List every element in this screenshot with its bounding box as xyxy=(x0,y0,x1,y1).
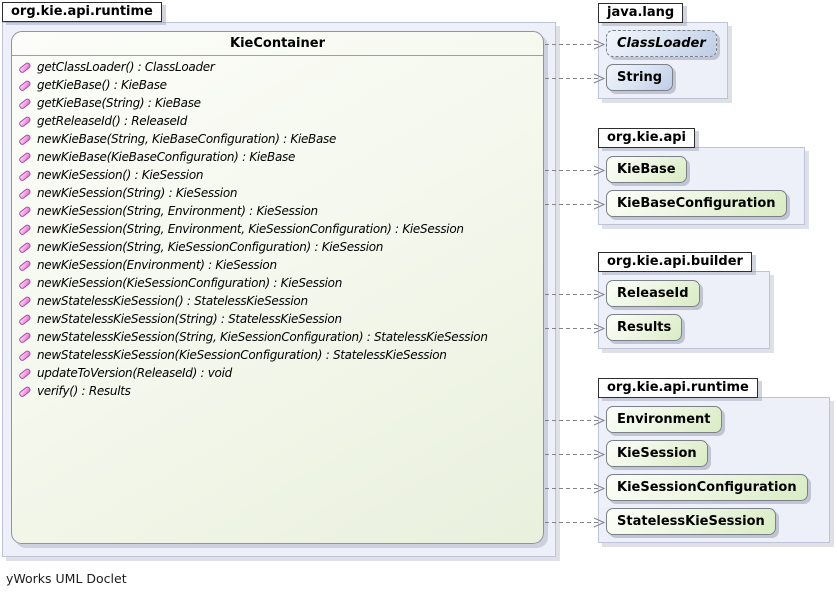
method-icon xyxy=(18,187,32,200)
method-list: getClassLoader() : ClassLoader getKieBase… xyxy=(12,56,543,400)
method-label: updateToVersion(ReleaseId) : void xyxy=(32,366,232,380)
node-column: KieBaseKieBaseConfiguration xyxy=(606,156,837,217)
method-item[interactable]: newKieSession(Environment) : KieSession xyxy=(12,256,543,274)
method-label: newKieSession() : KieSession xyxy=(32,168,203,182)
package-tab: org.kie.api.runtime xyxy=(2,2,162,22)
method-icon xyxy=(18,241,32,254)
method-label: newStatelessKieSession() : StatelessKieS… xyxy=(32,294,308,308)
method-label: newKieSession(String) : KieSession xyxy=(32,186,237,200)
method-item[interactable]: newStatelessKieSession(String, KieSessio… xyxy=(12,328,543,346)
method-icon xyxy=(18,205,32,218)
method-label: getReleaseId() : ReleaseId xyxy=(32,114,187,128)
method-item[interactable]: newKieSession(String, KieSessionConfigur… xyxy=(12,238,543,256)
class-node-kiebaseconfiguration[interactable]: KieBaseConfiguration xyxy=(606,190,787,217)
method-icon xyxy=(18,331,32,344)
method-icon xyxy=(18,385,32,398)
method-item[interactable]: verify() : Results xyxy=(12,382,543,400)
node-column: ReleaseIdResults xyxy=(606,280,837,341)
method-label: newKieBase(KieBaseConfiguration) : KieBa… xyxy=(32,150,295,164)
method-item[interactable]: getClassLoader() : ClassLoader xyxy=(12,58,543,76)
method-item[interactable]: getKieBase(String) : KieBase xyxy=(12,94,543,112)
package-tab: org.kie.api xyxy=(598,128,695,148)
class-node-statelesskiesession[interactable]: StatelessKieSession xyxy=(606,508,776,535)
class-node-kiesessionconfiguration[interactable]: KieSessionConfiguration xyxy=(606,474,808,501)
method-item[interactable]: newKieSession(KieSessionConfiguration) :… xyxy=(12,274,543,292)
method-item[interactable]: updateToVersion(ReleaseId) : void xyxy=(12,364,543,382)
method-icon xyxy=(18,259,32,272)
method-icon xyxy=(18,295,32,308)
method-label: newStatelessKieSession(String) : Statele… xyxy=(32,312,342,326)
method-item[interactable]: newKieSession(String, Environment, KieSe… xyxy=(12,220,543,238)
class-node-classloader[interactable]: ClassLoader xyxy=(606,30,717,57)
method-item[interactable]: newKieSession(String, Environment) : Kie… xyxy=(12,202,543,220)
method-label: newKieSession(String, KieSessionConfigur… xyxy=(32,240,383,254)
class-node-kiebase[interactable]: KieBase xyxy=(606,156,687,183)
method-icon xyxy=(18,223,32,236)
class-node-kiesession[interactable]: KieSession xyxy=(606,440,708,467)
class-title: KieContainer xyxy=(12,32,543,56)
method-label: newKieBase(String, KieBaseConfiguration)… xyxy=(32,132,336,146)
method-label: newStatelessKieSession(String, KieSessio… xyxy=(32,330,488,344)
method-icon xyxy=(18,169,32,182)
class-node-releaseid[interactable]: ReleaseId xyxy=(606,280,700,307)
method-icon xyxy=(18,79,32,92)
method-item[interactable]: newKieSession() : KieSession xyxy=(12,166,543,184)
class-node-results[interactable]: Results xyxy=(606,314,682,341)
node-column: ClassLoaderString xyxy=(606,30,837,91)
method-label: newStatelessKieSession(KieSessionConfigu… xyxy=(32,348,447,362)
method-icon xyxy=(18,151,32,164)
method-icon xyxy=(18,313,32,326)
method-label: getKieBase() : KieBase xyxy=(32,78,167,92)
method-item[interactable]: newKieBase(String, KieBaseConfiguration)… xyxy=(12,130,543,148)
package-tab: org.kie.api.runtime xyxy=(598,378,758,398)
node-column: EnvironmentKieSessionKieSessionConfigura… xyxy=(606,406,837,535)
method-icon xyxy=(18,115,32,128)
method-icon xyxy=(18,349,32,362)
method-label: verify() : Results xyxy=(32,384,131,398)
method-item[interactable]: newStatelessKieSession() : StatelessKieS… xyxy=(12,292,543,310)
class-box-kiecontainer[interactable]: KieContainer getClassLoader() : ClassLoa… xyxy=(11,31,544,544)
method-item[interactable]: newStatelessKieSession(String) : Statele… xyxy=(12,310,543,328)
method-icon xyxy=(18,97,32,110)
method-label: getClassLoader() : ClassLoader xyxy=(32,60,215,74)
method-item[interactable]: newKieBase(KieBaseConfiguration) : KieBa… xyxy=(12,148,543,166)
class-node-environment[interactable]: Environment xyxy=(606,406,722,433)
method-label: newKieSession(KieSessionConfiguration) :… xyxy=(32,276,342,290)
class-node-string[interactable]: String xyxy=(606,64,673,91)
method-icon xyxy=(18,61,32,74)
package-main-org-kie-api-runtime: KieContainer getClassLoader() : ClassLoa… xyxy=(2,2,558,558)
method-icon xyxy=(18,277,32,290)
method-icon xyxy=(18,367,32,380)
method-item[interactable]: newStatelessKieSession(KieSessionConfigu… xyxy=(12,346,543,364)
footer-credit: yWorks UML Doclet xyxy=(6,571,127,586)
method-label: getKieBase(String) : KieBase xyxy=(32,96,201,110)
package-tab: java.lang xyxy=(598,3,683,23)
method-icon xyxy=(18,133,32,146)
method-item[interactable]: getReleaseId() : ReleaseId xyxy=(12,112,543,130)
package-tab: org.kie.api.builder xyxy=(598,252,752,272)
method-label: newKieSession(String, Environment) : Kie… xyxy=(32,204,318,218)
method-label: newKieSession(String, Environment, KieSe… xyxy=(32,222,464,236)
method-item[interactable]: getKieBase() : KieBase xyxy=(12,76,543,94)
method-label: newKieSession(Environment) : KieSession xyxy=(32,258,277,272)
method-item[interactable]: newKieSession(String) : KieSession xyxy=(12,184,543,202)
package-body: KieContainer getClassLoader() : ClassLoa… xyxy=(2,22,556,557)
